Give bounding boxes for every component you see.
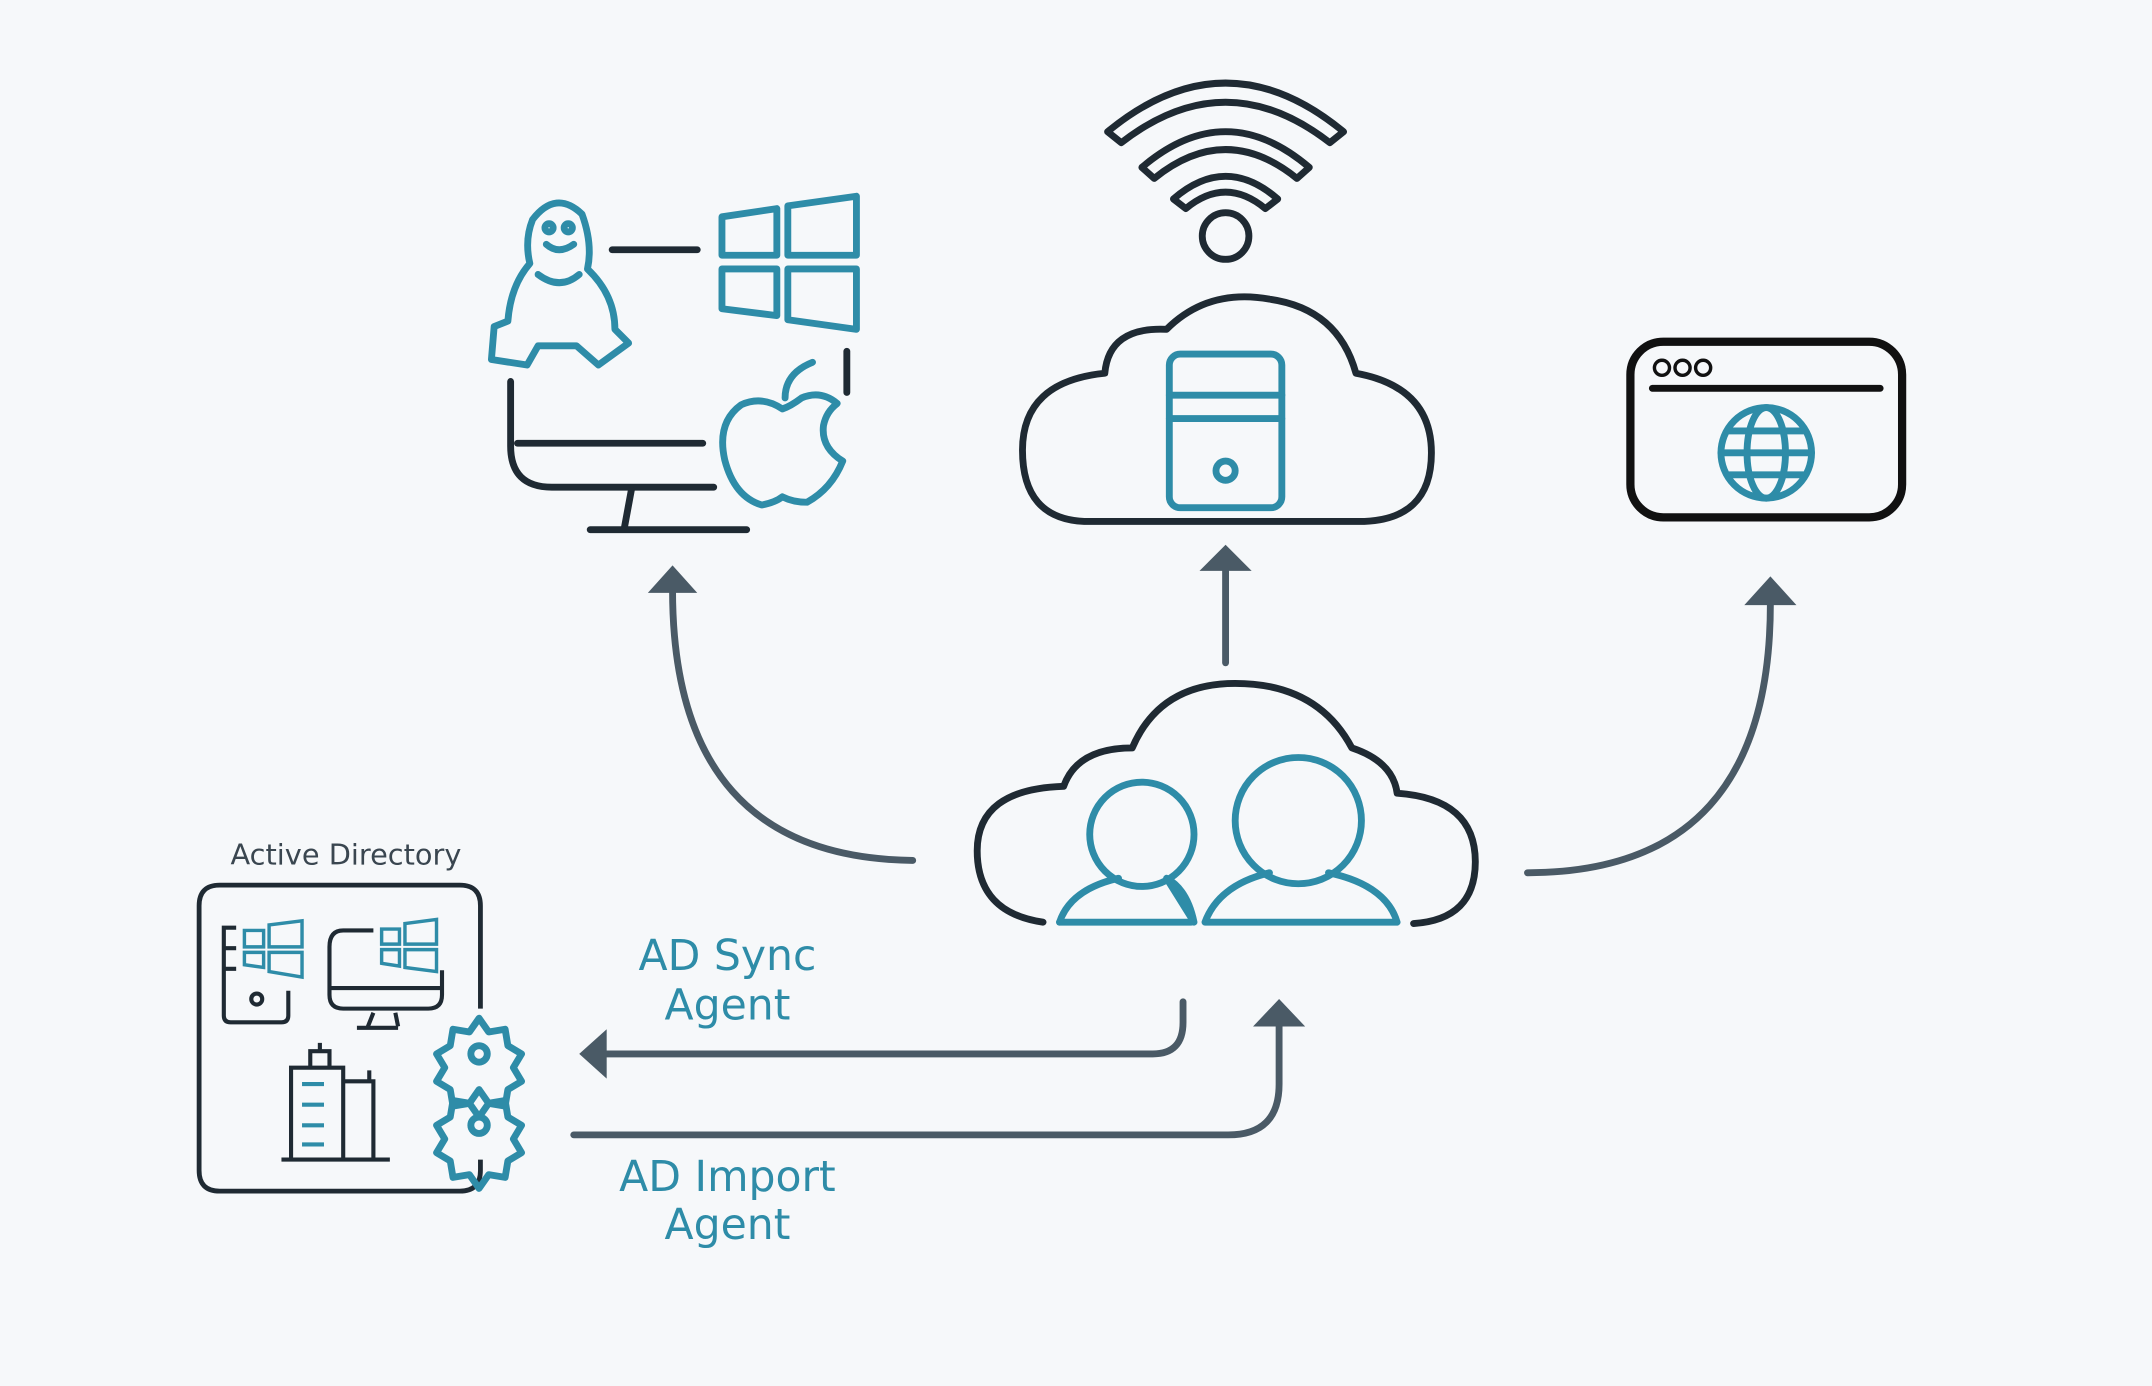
- ad-sync-arrow: [579, 998, 1187, 1079]
- windows-logo-icon: [718, 192, 860, 333]
- ad-sync-label-line1: AD Sync: [639, 932, 817, 981]
- desktop-monitor-icon: [507, 246, 851, 534]
- browser-globe-icon: [1626, 337, 1907, 522]
- linux-penguin-icon: [487, 199, 633, 369]
- active-directory-box-icon: [196, 882, 483, 1194]
- arrow-to-cloud-server: [1199, 544, 1252, 667]
- arrow-to-browser: [1524, 576, 1797, 877]
- ad-import-label-line2: Agent: [664, 1201, 790, 1250]
- active-directory-label: Active Directory: [230, 838, 461, 872]
- apple-logo-icon: [719, 358, 847, 509]
- arrow-to-devices: [647, 565, 917, 864]
- ad-sync-label-line2: Agent: [664, 982, 790, 1031]
- wifi-icon: [1104, 79, 1348, 263]
- cloud-server-icon: [1019, 293, 1435, 525]
- cloud-users-icon: [973, 679, 1479, 927]
- gear-icon: [433, 1086, 526, 1192]
- ad-import-label-line1: AD Import: [619, 1153, 836, 1202]
- ad-import-arrow: [570, 999, 1306, 1139]
